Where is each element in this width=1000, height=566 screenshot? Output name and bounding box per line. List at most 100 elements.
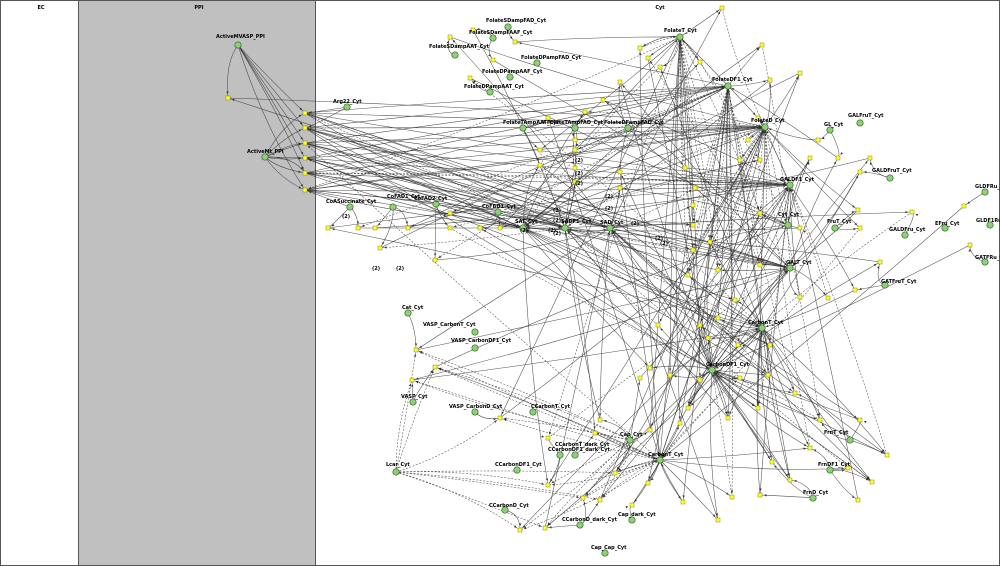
reaction-node-83[interactable]: [685, 405, 691, 411]
species-node-cbdf[interactable]: [513, 466, 521, 474]
reaction-node-106[interactable]: [409, 377, 415, 383]
reaction-node-25[interactable]: [657, 64, 663, 70]
reaction-node-79[interactable]: [765, 372, 771, 378]
reaction-node-10[interactable]: [405, 225, 411, 231]
reaction-node-31[interactable]: [755, 115, 761, 121]
reaction-node-107[interactable]: [432, 364, 438, 370]
reaction-node-51[interactable]: [572, 147, 578, 153]
reaction-node-35[interactable]: [807, 155, 813, 161]
species-node-carbt[interactable]: [758, 324, 766, 332]
reaction-node-37[interactable]: [835, 155, 841, 161]
reaction-node-36[interactable]: [815, 137, 821, 143]
species-node-ffc[interactable]: [624, 124, 632, 132]
reaction-node-115[interactable]: [447, 210, 453, 216]
reaction-node-34[interactable]: [737, 157, 743, 163]
species-node-cbds[interactable]: [576, 521, 584, 529]
reaction-node-116[interactable]: [377, 245, 383, 251]
reaction-node-88[interactable]: [545, 435, 551, 441]
species-node-lcar[interactable]: [392, 468, 400, 476]
species-node-gl[interactable]: [826, 126, 834, 134]
reaction-node-30[interactable]: [797, 70, 803, 76]
species-node-ff6[interactable]: [506, 73, 514, 81]
reaction-node-66[interactable]: [825, 295, 831, 301]
reaction-node-17[interactable]: [467, 75, 473, 81]
reaction-node-92[interactable]: [645, 480, 651, 486]
reaction-node-93[interactable]: [680, 499, 686, 505]
species-node-cofbd[interactable]: [494, 208, 502, 216]
reaction-node-72[interactable]: [767, 342, 773, 348]
reaction-node-98[interactable]: [787, 477, 793, 483]
reaction-node-20[interactable]: [582, 109, 588, 115]
species-node-cofad[interactable]: [389, 203, 397, 211]
reaction-node-11[interactable]: [447, 225, 453, 231]
reaction-node-105[interactable]: [857, 417, 863, 423]
species-node-gldf[interactable]: [981, 188, 989, 196]
reaction-node-28[interactable]: [759, 42, 765, 48]
reaction-node-96[interactable]: [757, 492, 763, 498]
reaction-node-22[interactable]: [617, 79, 623, 85]
reaction-node-27[interactable]: [719, 5, 725, 11]
species-node-ffb[interactable]: [571, 124, 579, 132]
reaction-node-57[interactable]: [690, 202, 696, 208]
species-node-fru[interactable]: [831, 224, 839, 232]
species-node-ff4[interactable]: [451, 51, 459, 59]
reaction-node-95[interactable]: [729, 494, 735, 500]
reaction-node-90[interactable]: [597, 497, 603, 503]
species-node-cyt[interactable]: [784, 221, 792, 229]
species-node-folt[interactable]: [676, 33, 684, 41]
species-node-foldf[interactable]: [724, 82, 732, 90]
reaction-node-41[interactable]: [857, 225, 863, 231]
reaction-node-82[interactable]: [725, 415, 731, 421]
reaction-node-21[interactable]: [600, 97, 606, 103]
reaction-node-91[interactable]: [612, 470, 618, 476]
reaction-node-69[interactable]: [697, 322, 703, 328]
species-node-capc[interactable]: [601, 549, 609, 557]
reaction-node-33[interactable]: [745, 137, 751, 143]
reaction-node-65[interactable]: [797, 294, 803, 300]
reaction-node-117[interactable]: [432, 257, 438, 263]
reaction-node-110[interactable]: [517, 527, 523, 533]
species-node-sadf[interactable]: [561, 224, 569, 232]
reaction-node-44[interactable]: [877, 259, 883, 265]
species-node-arg[interactable]: [343, 103, 351, 111]
reaction-node-39[interactable]: [867, 155, 873, 161]
reaction-node-74[interactable]: [647, 365, 653, 371]
reaction-node-75[interactable]: [637, 375, 643, 381]
reaction-node-63[interactable]: [757, 210, 763, 216]
reaction-node-15[interactable]: [470, 27, 476, 33]
reaction-node-16[interactable]: [490, 57, 496, 63]
species-node-sad[interactable]: [606, 224, 614, 232]
reaction-node-58[interactable]: [690, 222, 696, 228]
reaction-node-76[interactable]: [667, 372, 673, 378]
reaction-node-73[interactable]: [655, 322, 661, 328]
reaction-node-101[interactable]: [884, 452, 890, 458]
reaction-node-54[interactable]: [617, 169, 623, 175]
reaction-node-78[interactable]: [737, 375, 743, 381]
species-node-cbt[interactable]: [529, 408, 537, 416]
reaction-node-24[interactable]: [645, 55, 651, 61]
species-node-gatft[interactable]: [981, 258, 989, 266]
reaction-node-111[interactable]: [542, 525, 548, 531]
species-node-fold[interactable]: [761, 123, 769, 131]
species-node-galdf[interactable]: [786, 181, 794, 189]
reaction-node-94[interactable]: [715, 517, 721, 523]
species-node-cbd[interactable]: [501, 506, 509, 514]
reaction-node-47[interactable]: [617, 185, 623, 191]
reaction-node-18[interactable]: [512, 39, 518, 45]
reaction-node-19[interactable]: [545, 115, 551, 121]
species-node-carbtt[interactable]: [656, 456, 664, 464]
reaction-node-50[interactable]: [572, 137, 578, 143]
reaction-node-85[interactable]: [647, 427, 653, 433]
species-node-cat[interactable]: [404, 309, 412, 317]
reaction-node-112[interactable]: [580, 495, 586, 501]
species-node-vaspcd[interactable]: [471, 408, 479, 416]
species-node-frnd[interactable]: [809, 494, 817, 502]
reaction-node-61[interactable]: [707, 239, 713, 245]
reaction-node-9[interactable]: [372, 225, 378, 231]
species-node-cofad2[interactable]: [432, 200, 440, 208]
species-node-ff2[interactable]: [504, 23, 512, 31]
species-node-coa[interactable]: [346, 203, 354, 211]
reaction-node-64[interactable]: [757, 262, 763, 268]
reaction-node-48[interactable]: [537, 147, 543, 153]
reaction-node-114[interactable]: [797, 225, 803, 231]
